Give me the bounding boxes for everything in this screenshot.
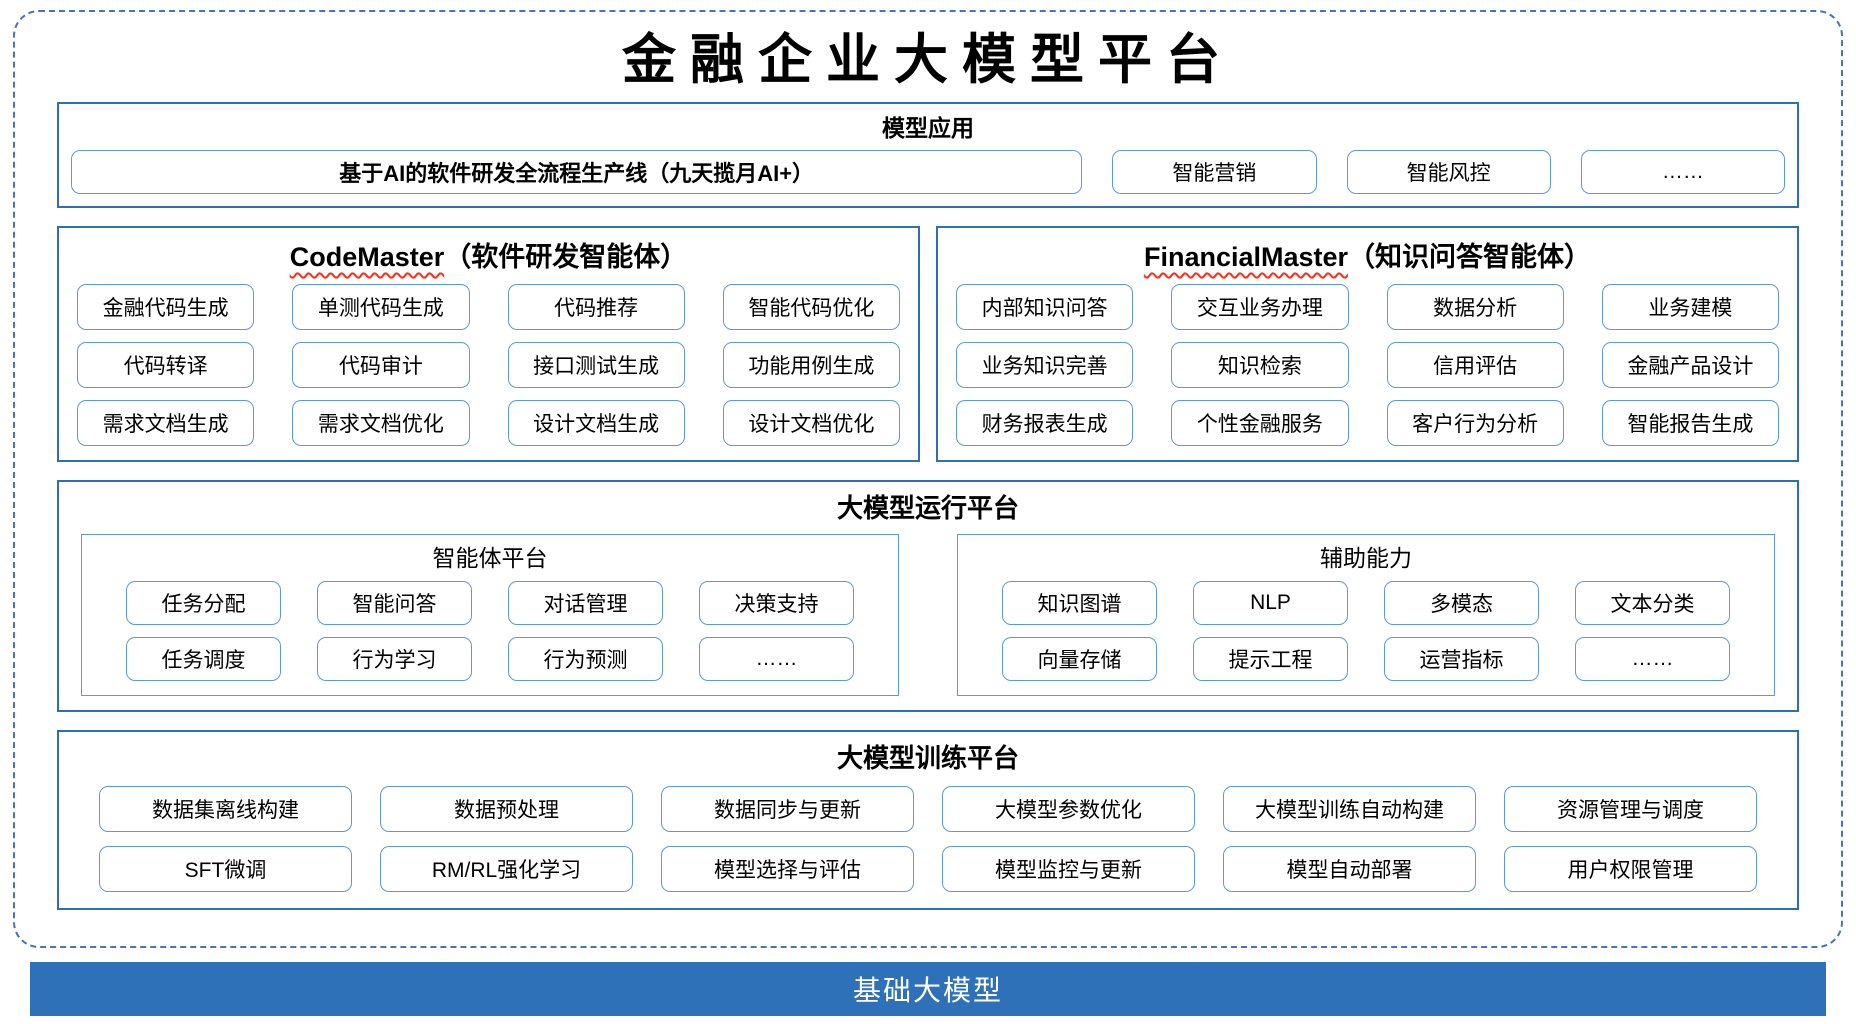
financialmaster-row-3: 财务报表生成个性金融服务客户行为分析智能报告生成 bbox=[956, 400, 1779, 446]
capability-box: 任务分配 bbox=[126, 581, 281, 625]
capability-box: 模型监控与更新 bbox=[942, 846, 1195, 892]
base-model-bar: 基础大模型 bbox=[30, 962, 1826, 1016]
application-box: 智能营销 bbox=[1112, 150, 1317, 194]
capability-box: …… bbox=[699, 637, 854, 681]
capability-box: 模型选择与评估 bbox=[661, 846, 914, 892]
capability-box: 大模型训练自动构建 bbox=[1223, 786, 1476, 832]
codemaster-grid: 金融代码生成单测代码生成代码推荐智能代码优化 代码转译代码审计接口测试生成功能用… bbox=[77, 284, 900, 446]
training-row-1: 数据集离线构建数据预处理数据同步与更新大模型参数优化大模型训练自动构建资源管理与… bbox=[99, 786, 1757, 832]
capability-box: 个性金融服务 bbox=[1171, 400, 1349, 446]
capability-box: 向量存储 bbox=[1002, 637, 1157, 681]
aux-capabilities-header: 辅助能力 bbox=[1320, 545, 1412, 571]
capability-box: 功能用例生成 bbox=[722, 342, 900, 388]
application-box: 智能风控 bbox=[1346, 150, 1551, 194]
capability-box: NLP bbox=[1193, 581, 1348, 625]
codemaster-row-1: 金融代码生成单测代码生成代码推荐智能代码优化 bbox=[77, 284, 900, 330]
capability-box: 代码转译 bbox=[77, 342, 255, 388]
capability-box: 多模态 bbox=[1384, 581, 1539, 625]
model-apps-pills: 智能营销智能风控 …… bbox=[1112, 150, 1785, 194]
capability-box: 运营指标 bbox=[1384, 637, 1539, 681]
agents-row: CodeMaster（软件研发智能体） 金融代码生成单测代码生成代码推荐智能代码… bbox=[57, 226, 1799, 462]
capability-box: 需求文档生成 bbox=[77, 400, 255, 446]
capability-box: 代码审计 bbox=[292, 342, 470, 388]
capability-box: 接口测试生成 bbox=[507, 342, 685, 388]
training-grid: 数据集离线构建数据预处理数据同步与更新大模型参数优化大模型训练自动构建资源管理与… bbox=[99, 786, 1757, 892]
training-header: 大模型训练平台 bbox=[836, 743, 1019, 773]
capability-box: 设计文档生成 bbox=[507, 400, 685, 446]
agent-platform-header: 智能体平台 bbox=[432, 545, 548, 571]
capability-box: 知识检索 bbox=[1171, 342, 1349, 388]
runtime-subsections: 智能体平台 任务分配智能问答对话管理决策支持 任务调度行为学习行为预测 …… 辅助… bbox=[81, 534, 1775, 696]
subsection-agent-platform: 智能体平台 任务分配智能问答对话管理决策支持 任务调度行为学习行为预测 …… bbox=[81, 534, 899, 696]
section-model-apps: 模型应用 基于AI的软件研发全流程生产线（九天揽月AI+） 智能营销智能风控 …… bbox=[57, 102, 1799, 208]
capability-box: SFT微调 bbox=[99, 846, 352, 892]
section-header-model-apps: 模型应用 bbox=[882, 115, 974, 141]
capability-box: 业务知识完善 bbox=[956, 342, 1134, 388]
capability-box: 业务建模 bbox=[1601, 284, 1779, 330]
subsection-aux-capabilities: 辅助能力 知识图谱 NLP 多模态文本分类 向量存储提示工程运营指标 …… bbox=[957, 534, 1775, 696]
capability-box: 提示工程 bbox=[1193, 637, 1348, 681]
capability-box: 内部知识问答 bbox=[956, 284, 1134, 330]
aux-row-2: 向量存储提示工程运营指标 …… bbox=[1002, 637, 1730, 681]
capability-box: 代码推荐 bbox=[507, 284, 685, 330]
section-financialmaster: FinancialMaster（知识问答智能体） 内部知识问答交互业务办理数据分… bbox=[936, 226, 1799, 462]
capability-box: 决策支持 bbox=[699, 581, 854, 625]
capability-box: 行为学习 bbox=[317, 637, 472, 681]
capability-box: 任务调度 bbox=[126, 637, 281, 681]
capability-box: 大模型参数优化 bbox=[942, 786, 1195, 832]
financialmaster-header: FinancialMaster（知识问答智能体） bbox=[956, 236, 1779, 278]
financialmaster-row-2: 业务知识完善知识检索信用评估金融产品设计 bbox=[956, 342, 1779, 388]
runtime-header: 大模型运行平台 bbox=[836, 493, 1019, 523]
capability-box: 客户行为分析 bbox=[1386, 400, 1564, 446]
capability-box: 财务报表生成 bbox=[956, 400, 1134, 446]
codemaster-row-3: 需求文档生成需求文档优化设计文档生成设计文档优化 bbox=[77, 400, 900, 446]
codemaster-header: CodeMaster（软件研发智能体） bbox=[77, 236, 900, 278]
section-training-platform: 大模型训练平台 数据集离线构建数据预处理数据同步与更新大模型参数优化大模型训练自… bbox=[57, 730, 1799, 910]
agent-platform-grid: 任务分配智能问答对话管理决策支持 任务调度行为学习行为预测 …… bbox=[126, 581, 854, 681]
capability-box: 数据集离线构建 bbox=[99, 786, 352, 832]
capability-box: 智能问答 bbox=[317, 581, 472, 625]
financialmaster-grid: 内部知识问答交互业务办理数据分析业务建模 业务知识完善知识检索信用评估金融产品设… bbox=[956, 284, 1779, 446]
capability-box: 单测代码生成 bbox=[292, 284, 470, 330]
codemaster-row-2: 代码转译代码审计接口测试生成功能用例生成 bbox=[77, 342, 900, 388]
capability-box: 模型自动部署 bbox=[1223, 846, 1476, 892]
capability-box: 数据同步与更新 bbox=[661, 786, 914, 832]
aux-row-1: 知识图谱 NLP 多模态文本分类 bbox=[1002, 581, 1730, 625]
agent-platform-row-1: 任务分配智能问答对话管理决策支持 bbox=[126, 581, 854, 625]
capability-box: 资源管理与调度 bbox=[1504, 786, 1757, 832]
model-apps-pill-row: 基于AI的软件研发全流程生产线（九天揽月AI+） 智能营销智能风控 …… bbox=[71, 150, 1785, 194]
capability-box: 数据分析 bbox=[1386, 284, 1564, 330]
codemaster-suffix: （软件研发智能体） bbox=[444, 242, 688, 272]
financialmaster-suffix: （知识问答智能体） bbox=[1348, 242, 1592, 272]
application-box: …… bbox=[1580, 150, 1785, 194]
capability-box: 交互业务办理 bbox=[1171, 284, 1349, 330]
capability-box: 行为预测 bbox=[508, 637, 663, 681]
capability-box: 智能报告生成 bbox=[1601, 400, 1779, 446]
agent-platform-row-2: 任务调度行为学习行为预测 …… bbox=[126, 637, 854, 681]
capability-box: …… bbox=[1575, 637, 1730, 681]
capability-box: 金融产品设计 bbox=[1601, 342, 1779, 388]
dashed-frame: 金融企业大模型平台 模型应用 基于AI的软件研发全流程生产线（九天揽月AI+） … bbox=[13, 10, 1843, 948]
page-title: 金融企业大模型平台 bbox=[622, 27, 1234, 91]
aux-capabilities-grid: 知识图谱 NLP 多模态文本分类 向量存储提示工程运营指标 …… bbox=[1002, 581, 1730, 681]
capability-box: 金融代码生成 bbox=[77, 284, 255, 330]
capability-box: 智能代码优化 bbox=[722, 284, 900, 330]
section-runtime-platform: 大模型运行平台 智能体平台 任务分配智能问答对话管理决策支持 任务调度行为学习行… bbox=[57, 480, 1799, 712]
financialmaster-name: FinancialMaster bbox=[1143, 242, 1349, 272]
financialmaster-row-1: 内部知识问答交互业务办理数据分析业务建模 bbox=[956, 284, 1779, 330]
featured-pipeline-box: 基于AI的软件研发全流程生产线（九天揽月AI+） bbox=[71, 150, 1083, 194]
capability-box: 对话管理 bbox=[508, 581, 663, 625]
capability-box: 数据预处理 bbox=[380, 786, 633, 832]
capability-box: 设计文档优化 bbox=[722, 400, 900, 446]
capability-box: 文本分类 bbox=[1575, 581, 1730, 625]
capability-box: RM/RL强化学习 bbox=[380, 846, 633, 892]
capability-box: 知识图谱 bbox=[1002, 581, 1157, 625]
capability-box: 用户权限管理 bbox=[1504, 846, 1757, 892]
codemaster-name: CodeMaster bbox=[289, 242, 445, 272]
section-codemaster: CodeMaster（软件研发智能体） 金融代码生成单测代码生成代码推荐智能代码… bbox=[57, 226, 920, 462]
capability-box: 信用评估 bbox=[1386, 342, 1564, 388]
training-row-2: SFT微调 RM/RL强化学习模型选择与评估模型监控与更新模型自动部署用户权限管理 bbox=[99, 846, 1757, 892]
capability-box: 需求文档优化 bbox=[292, 400, 470, 446]
